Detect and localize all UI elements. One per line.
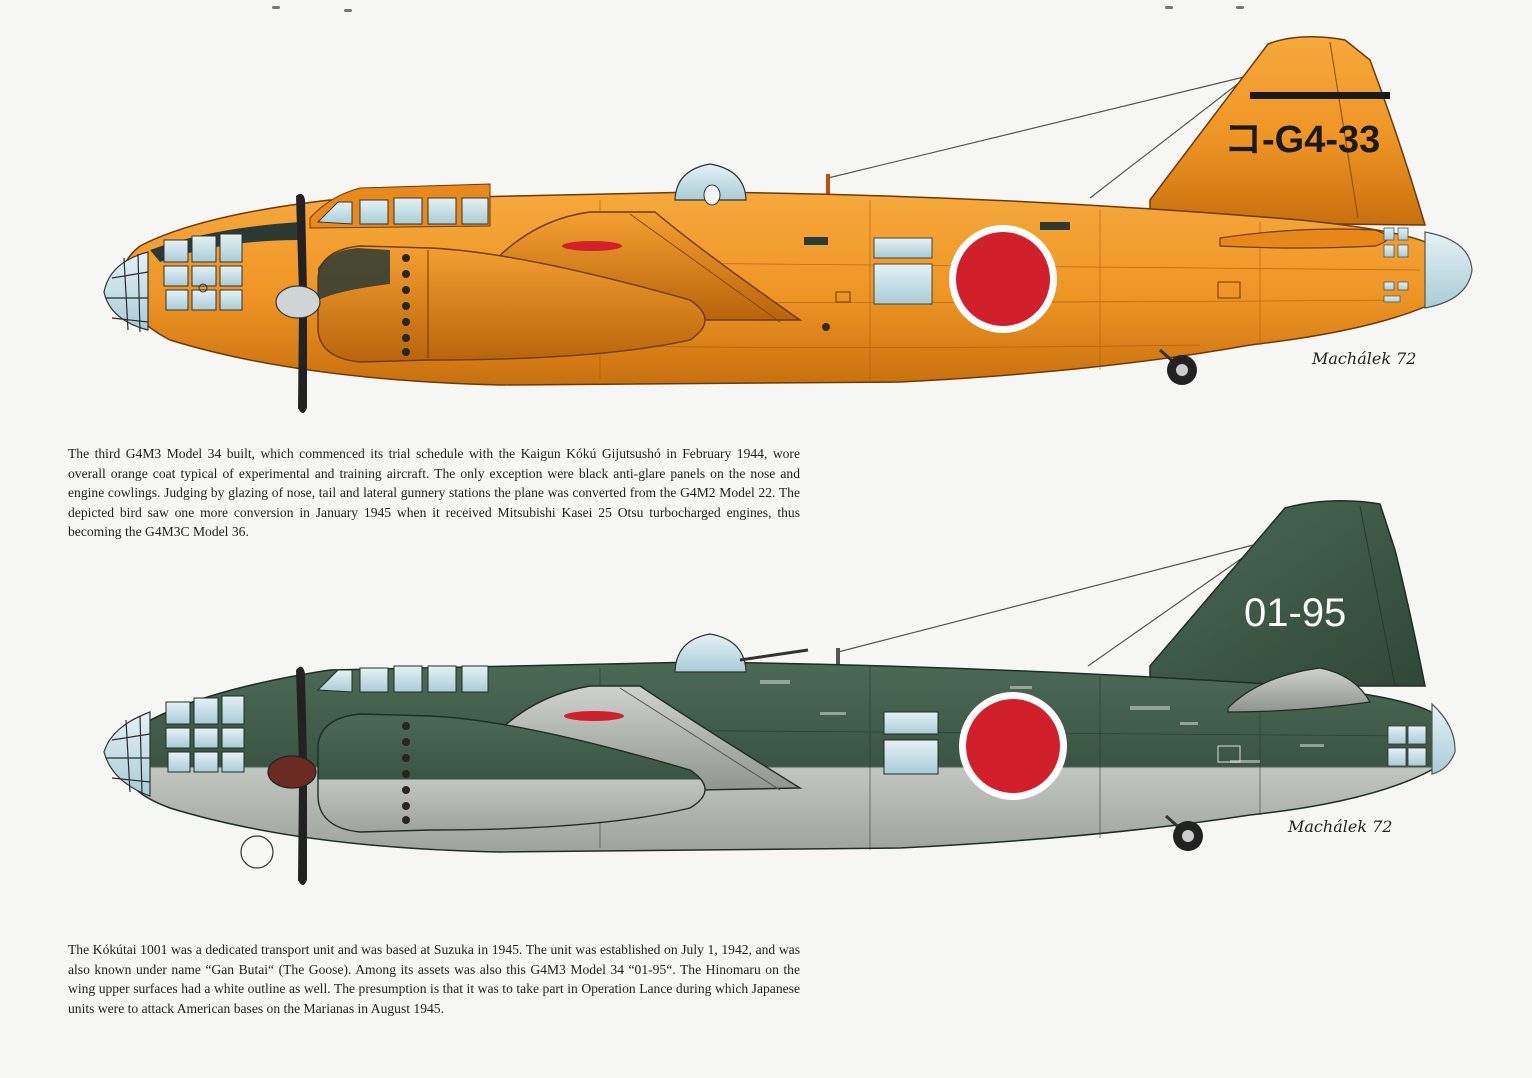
tail-code: 01-95 bbox=[1244, 591, 1346, 635]
caption-orange: The third G4M3 Model 34 built, which com… bbox=[68, 446, 800, 540]
scan-mark bbox=[1165, 6, 1173, 9]
data-stencil bbox=[1217, 745, 1241, 763]
tail-turret-glazing bbox=[1431, 702, 1456, 775]
horizontal-stabilizer bbox=[1227, 667, 1371, 713]
dorsal-turret bbox=[674, 163, 747, 201]
bombardier-windows bbox=[163, 233, 243, 311]
antenna-mast bbox=[826, 174, 830, 194]
turret-gun-ring bbox=[703, 184, 721, 206]
data-stencil bbox=[1217, 281, 1241, 299]
scan-mark bbox=[344, 9, 352, 12]
exhaust-stubs bbox=[402, 722, 410, 824]
waist-windows bbox=[873, 237, 933, 305]
hinomaru bbox=[966, 699, 1060, 793]
turret-cannon bbox=[739, 648, 809, 662]
tail-wheel-hub bbox=[1176, 364, 1188, 376]
exhaust-stubs bbox=[402, 254, 410, 356]
cockpit-glazing bbox=[316, 197, 489, 225]
bombardier-windows bbox=[165, 695, 245, 773]
rudder-hinge bbox=[1329, 41, 1359, 219]
tail-stripe bbox=[1250, 92, 1390, 99]
nose-frames bbox=[106, 253, 149, 333]
tail-code: コ-G4-33 bbox=[1224, 119, 1380, 161]
hinomaru bbox=[956, 232, 1050, 326]
engine-nacelle bbox=[317, 713, 706, 833]
tail-fin bbox=[1149, 500, 1426, 687]
tail-turret-glazing bbox=[1424, 231, 1473, 309]
tail-windows bbox=[1383, 227, 1409, 303]
propeller-blade bbox=[296, 193, 307, 292]
aileron-line bbox=[629, 213, 781, 323]
cockpit-glazing bbox=[316, 665, 489, 693]
step-hole bbox=[822, 323, 830, 331]
scan-mark bbox=[272, 6, 280, 9]
tail-wheel-hub bbox=[1182, 830, 1194, 842]
aircraft-profile-green: 01-95 bbox=[103, 500, 1456, 885]
sky-marker-circle bbox=[240, 835, 274, 869]
wing-hinomaru bbox=[564, 711, 624, 721]
vent-panel bbox=[1040, 222, 1070, 230]
dorsal-turret bbox=[674, 633, 747, 673]
cowling-antiglare bbox=[318, 248, 390, 300]
access-hatch bbox=[835, 291, 851, 303]
caption-green: The Kókútai 1001 was a dedicated transpo… bbox=[68, 942, 800, 1016]
antenna-mast bbox=[836, 648, 840, 666]
artist-signature: Machálek 72 bbox=[1311, 349, 1416, 368]
paint-chipping bbox=[760, 680, 1324, 763]
rudder-hinge bbox=[1359, 505, 1396, 687]
tail-fin bbox=[1149, 36, 1427, 226]
waist-windows bbox=[883, 711, 939, 775]
propeller-blade bbox=[298, 312, 307, 413]
propeller-spinner bbox=[267, 755, 317, 789]
engine-nacelle bbox=[317, 245, 706, 363]
propeller-blade bbox=[298, 782, 307, 885]
propeller-blade bbox=[296, 666, 307, 762]
nose-glazing bbox=[103, 711, 151, 797]
nose-gun-port bbox=[198, 283, 208, 293]
aileron-line bbox=[619, 687, 781, 791]
scan-mark bbox=[1236, 6, 1244, 9]
artist-signature: Machálek 72 bbox=[1287, 817, 1392, 836]
tail-windows bbox=[1387, 725, 1427, 767]
vent-panel bbox=[804, 237, 828, 245]
nose-frames bbox=[106, 715, 151, 795]
aircraft-profile-orange: コ-G4-33 bbox=[103, 36, 1473, 413]
wing-hinomaru bbox=[562, 241, 622, 251]
propeller-spinner bbox=[275, 285, 321, 319]
